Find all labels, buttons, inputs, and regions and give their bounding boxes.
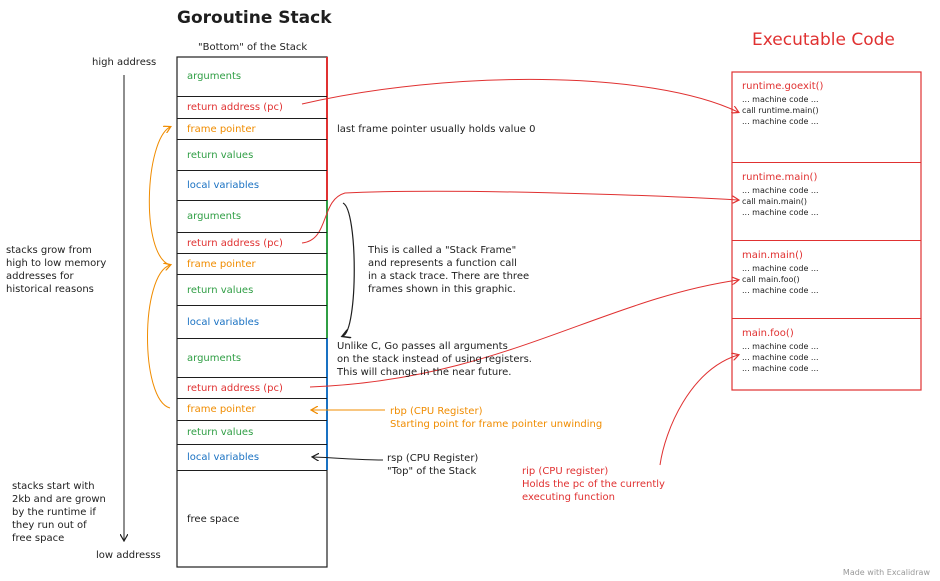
stack-slot: frame pointer — [177, 118, 327, 139]
low-address-label: low addresss — [96, 550, 161, 561]
unlike-c-note: Unlike C, Go passes all arguments on the… — [337, 341, 532, 378]
frame-pointer-chain-2 — [147, 265, 171, 409]
rsp-note: rsp (CPU Register) "Top" of the Stack — [387, 453, 479, 477]
stack-slot-label: local variables — [187, 452, 260, 463]
code-block-function: main.main() — [742, 250, 803, 261]
stack-slot: arguments — [177, 200, 327, 232]
ra-arrow-1 — [301, 78, 738, 112]
stack-bottom-label: "Bottom" of the Stack — [198, 42, 308, 53]
stack-slot: return values — [177, 420, 327, 444]
stack-slot: local variables — [177, 170, 327, 200]
code-line: call main.foo() — [742, 275, 800, 284]
code-line: call runtime.main() — [742, 106, 819, 115]
stack-slot-label: return address (pc) — [187, 237, 283, 249]
code-block: main.foo() ... machine code ... ... machin… — [732, 318, 921, 374]
rip-arrow — [659, 355, 738, 466]
code-block-function: main.foo() — [742, 328, 794, 339]
code-line: call main.main() — [742, 197, 808, 206]
stack-frame-note: This is called a "Stack Frame" and repre… — [368, 245, 530, 295]
code-line: ... machine code ... — [742, 353, 819, 362]
high-address-label: high address — [92, 57, 157, 68]
stack-slot: local variables — [177, 444, 327, 470]
grow-note: stacks grow from high to low memory addr… — [6, 245, 107, 295]
stack-slot-label: arguments — [187, 211, 242, 222]
code-line: ... machine code ... — [742, 186, 819, 195]
executable-title: Executable Code — [752, 30, 895, 50]
stack-slot-label: free space — [187, 513, 240, 525]
watermark: Made with Excalidraw — [842, 568, 930, 577]
stack-slot-label: frame pointer — [187, 258, 256, 270]
code-outline — [731, 71, 922, 391]
code-block-function: runtime.goexit() — [742, 81, 824, 92]
code-line: ... machine code ... — [742, 95, 819, 104]
stack-slot: return values — [177, 139, 327, 170]
code-line: ... machine code ... — [742, 117, 819, 126]
stack-slot: free space — [177, 470, 327, 567]
stack-frame-bracket — [343, 202, 355, 336]
code-block: main.main() ... machine code ... call main… — [732, 240, 921, 296]
stack-slot-label: local variables — [187, 316, 260, 328]
stack-slot-label: return address (pc) — [187, 382, 283, 394]
stack-slot: return values — [177, 274, 327, 305]
start-note: stacks start with 2kb and are grown by t… — [12, 481, 106, 544]
stack-slot-label: arguments — [187, 352, 242, 364]
stack-slot: arguments — [177, 57, 327, 96]
stack-slot-label: return address (pc) — [187, 102, 283, 113]
rip-note: rip (CPU register) Holds the pc of the c… — [522, 466, 665, 503]
last-frame-note: last frame pointer usually holds value 0 — [337, 124, 536, 135]
stack-slot: return address (pc) — [177, 232, 327, 253]
code-line: ... machine code ... — [742, 208, 819, 217]
stack-slot: arguments — [177, 338, 327, 377]
frame-pointer-chain-1 — [148, 127, 170, 266]
stack-slot: return address (pc) — [177, 377, 327, 398]
code-line: ... machine code ... — [742, 342, 819, 351]
code-line: ... machine code ... — [742, 286, 819, 295]
stack-slot-label: frame pointer — [187, 404, 256, 415]
stack-slot: frame pointer — [177, 398, 327, 420]
stack-title: Goroutine Stack — [177, 8, 332, 28]
rbp-note: rbp (CPU Register) Starting point for fr… — [390, 406, 603, 430]
stack-slot-label: local variables — [187, 180, 260, 191]
stack-slot: return address (pc) — [177, 96, 327, 118]
code-block: runtime.main() ... machine code ... call m… — [732, 162, 921, 218]
code-block-function: runtime.main() — [742, 172, 818, 183]
code-line: ... machine code ... — [742, 364, 819, 373]
stack-slot-label: arguments — [187, 71, 242, 82]
stack-slot-label: return values — [187, 149, 254, 161]
stack-slot: local variables — [177, 305, 327, 338]
code-block: runtime.goexit() ... machine code ... call… — [732, 72, 921, 127]
code-line: ... machine code ... — [742, 264, 819, 273]
rsp-arrow — [313, 457, 384, 460]
stack-slot: frame pointer — [177, 253, 327, 274]
stack-slot-label: return values — [187, 284, 254, 296]
ra-arrow-3 — [309, 280, 738, 388]
ra-arrow-2 — [301, 190, 738, 244]
stack-slot-label: frame pointer — [187, 123, 256, 135]
stack-slot-label: return values — [187, 427, 254, 438]
